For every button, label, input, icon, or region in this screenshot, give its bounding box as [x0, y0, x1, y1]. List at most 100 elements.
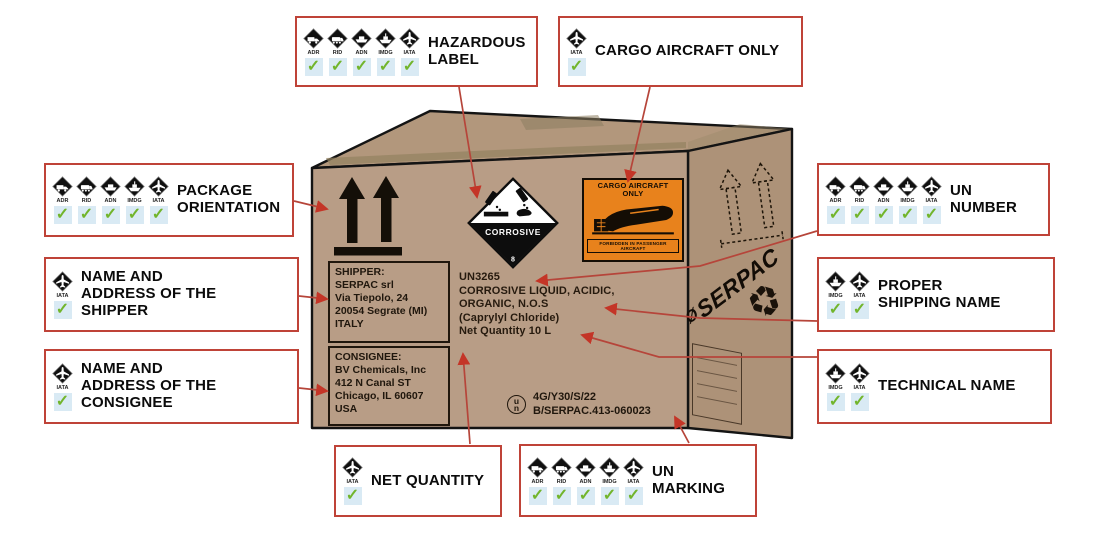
consignee-address-mark: CONSIGNEE: BV Chemicals, Inc 412 N Canal…: [328, 346, 450, 426]
plane-diamond-icon: [52, 270, 73, 292]
check-icon: ✓: [53, 206, 72, 224]
mode-code: RID: [81, 198, 92, 204]
check-icon: ✓: [850, 300, 869, 319]
callout-label: NAME AND ADDRESS OF THE CONSIGNEE: [81, 360, 217, 411]
check-icon: ✓: [850, 392, 869, 411]
callout-shipper-address: IATA✓ NAME AND ADDRESS OF THE SHIPPER: [44, 257, 299, 332]
shipper-line: Via Tiepolo, 24: [335, 292, 409, 305]
corrosive-hazard-label: CORROSIVE 8: [466, 176, 560, 270]
un-marking-line2: B/SERPAC.413-060023: [533, 404, 651, 417]
cargo-label-footer: FORBIDDEN IN PASSENGER AIRCRAFT: [587, 238, 679, 253]
barge-diamond-icon: [575, 456, 596, 478]
callout-consignee-address: IATA✓ NAME AND ADDRESS OF THE CONSIGNEE: [44, 349, 299, 424]
ship-diamond-icon: [825, 270, 846, 292]
mode-rid: RID✓: [327, 27, 348, 76]
check-icon: ✓: [922, 205, 941, 224]
check-icon: ✓: [77, 206, 96, 224]
mode-iata: IATA✓: [849, 362, 870, 411]
mode-code: ADR: [829, 197, 842, 204]
mode-code: IMDG: [602, 478, 617, 485]
transport-mode-checks: IATA✓: [52, 270, 73, 319]
mode-rid: RID✓: [849, 175, 870, 224]
callout-label: UN NUMBER: [950, 181, 1018, 216]
box-top-right-shade: [688, 124, 792, 151]
check-icon: ✓: [552, 486, 571, 505]
mode-code: IATA: [152, 198, 165, 204]
check-icon: ✓: [53, 392, 72, 411]
callout-label: NAME AND ADDRESS OF THE SHIPPER: [81, 268, 217, 319]
transport-mode-checks: IATA✓: [566, 27, 587, 76]
un-symbol-u: u: [513, 396, 520, 407]
callout-proper-shipping-name: IMDG✓IATA✓ PROPER SHIPPING NAME: [817, 257, 1055, 332]
check-icon: ✓: [826, 300, 845, 319]
mode-adn: ADN✓: [351, 27, 372, 76]
callout-net-quantity: IATA✓ NET QUANTITY: [334, 445, 502, 517]
plane-diamond-icon: [399, 27, 420, 49]
transport-mode-checks: IATA✓: [52, 362, 73, 411]
mode-adn: ADN✓: [100, 176, 121, 224]
ship-diamond-icon: [599, 456, 620, 478]
side-label-sketch: [692, 343, 742, 425]
mode-code: ADR: [307, 49, 320, 56]
corrosive-label-text: CORROSIVE: [485, 227, 541, 237]
check-icon: ✓: [826, 205, 845, 224]
transport-mode-checks: IMDG✓IATA✓: [825, 362, 870, 411]
consignee-line: USA: [335, 403, 358, 416]
check-icon: ✓: [376, 57, 395, 76]
check-icon: ✓: [826, 392, 845, 411]
mode-code: IATA: [56, 292, 69, 299]
mode-code: RID: [332, 49, 343, 56]
technical-name-text: (Caprylyl Chloride): [459, 311, 560, 324]
callout-label: PROPER SHIPPING NAME: [878, 276, 1001, 311]
callout-un-number: ADR✓RID✓ADN✓IMDG✓IATA✓ UN NUMBER: [817, 163, 1050, 236]
shipper-line: SERPAC srl: [335, 279, 394, 292]
shipper-line: 20054 Segrate (MI): [335, 305, 428, 318]
callout-label: HAZARDOUS LABEL: [428, 33, 526, 68]
proper-shipping-name-text: CORROSIVE LIQUID, ACIDIC,: [459, 284, 615, 297]
mode-adr: ADR✓: [303, 27, 324, 76]
plane-diamond-icon: [148, 176, 169, 197]
check-icon: ✓: [125, 206, 144, 224]
mode-code: RID: [854, 197, 865, 204]
mode-code: IATA: [925, 197, 938, 204]
barge-diamond-icon: [873, 175, 894, 197]
plane-diamond-icon: [623, 456, 644, 478]
mode-imdg: IMDG✓: [124, 176, 145, 224]
ship-diamond-icon: [124, 176, 145, 197]
hazard-class-number: 8: [511, 257, 515, 264]
mode-code: IMDG: [900, 197, 915, 204]
orientation-arrows-mark: [334, 176, 402, 256]
callout-cargo-aircraft-only: IATA✓ CARGO AIRCRAFT ONLY: [558, 16, 803, 87]
check-icon: ✓: [400, 57, 419, 76]
mode-iata: IATA✓: [399, 27, 420, 76]
mode-imdg: IMDG✓: [897, 175, 918, 224]
callout-label: PACKAGE ORIENTATION: [177, 182, 281, 216]
check-icon: ✓: [528, 486, 547, 505]
transport-mode-checks: ADR✓RID✓ADN✓IMDG✓IATA✓: [52, 176, 169, 224]
mode-adr: ADR✓: [52, 176, 73, 224]
mode-adn: ADN✓: [873, 175, 894, 224]
check-icon: ✓: [101, 206, 120, 224]
plane-diamond-icon: [566, 27, 587, 49]
mode-adr: ADR✓: [527, 456, 548, 505]
mode-code: IMDG: [828, 292, 843, 299]
callout-technical-name: IMDG✓IATA✓ TECHNICAL NAME: [817, 349, 1052, 424]
transport-mode-checks: IMDG✓IATA✓: [825, 270, 870, 319]
check-icon: ✓: [567, 57, 586, 76]
corrosive-diamond-icon: CORROSIVE 8: [467, 177, 559, 269]
mode-code: IATA: [570, 49, 583, 56]
transport-mode-checks: IATA✓: [342, 457, 363, 505]
plane-diamond-icon: [849, 362, 870, 384]
check-icon: ✓: [328, 57, 347, 76]
mode-code: IATA: [853, 384, 866, 391]
mode-code: RID: [556, 478, 567, 485]
mode-code: IATA: [627, 478, 640, 485]
check-icon: ✓: [898, 205, 917, 224]
mode-code: ADN: [355, 49, 368, 56]
proper-shipping-name-text: ORGANIC, N.O.S: [459, 298, 549, 311]
un-marking-line1: 4G/Y30/S/22: [533, 391, 596, 403]
mode-rid: RID✓: [551, 456, 572, 505]
shipper-line: ITALY: [335, 318, 364, 331]
callout-package-orientation: ADR✓RID✓ADN✓IMDG✓IATA✓ PACKAGE ORIENTATI…: [44, 163, 294, 237]
